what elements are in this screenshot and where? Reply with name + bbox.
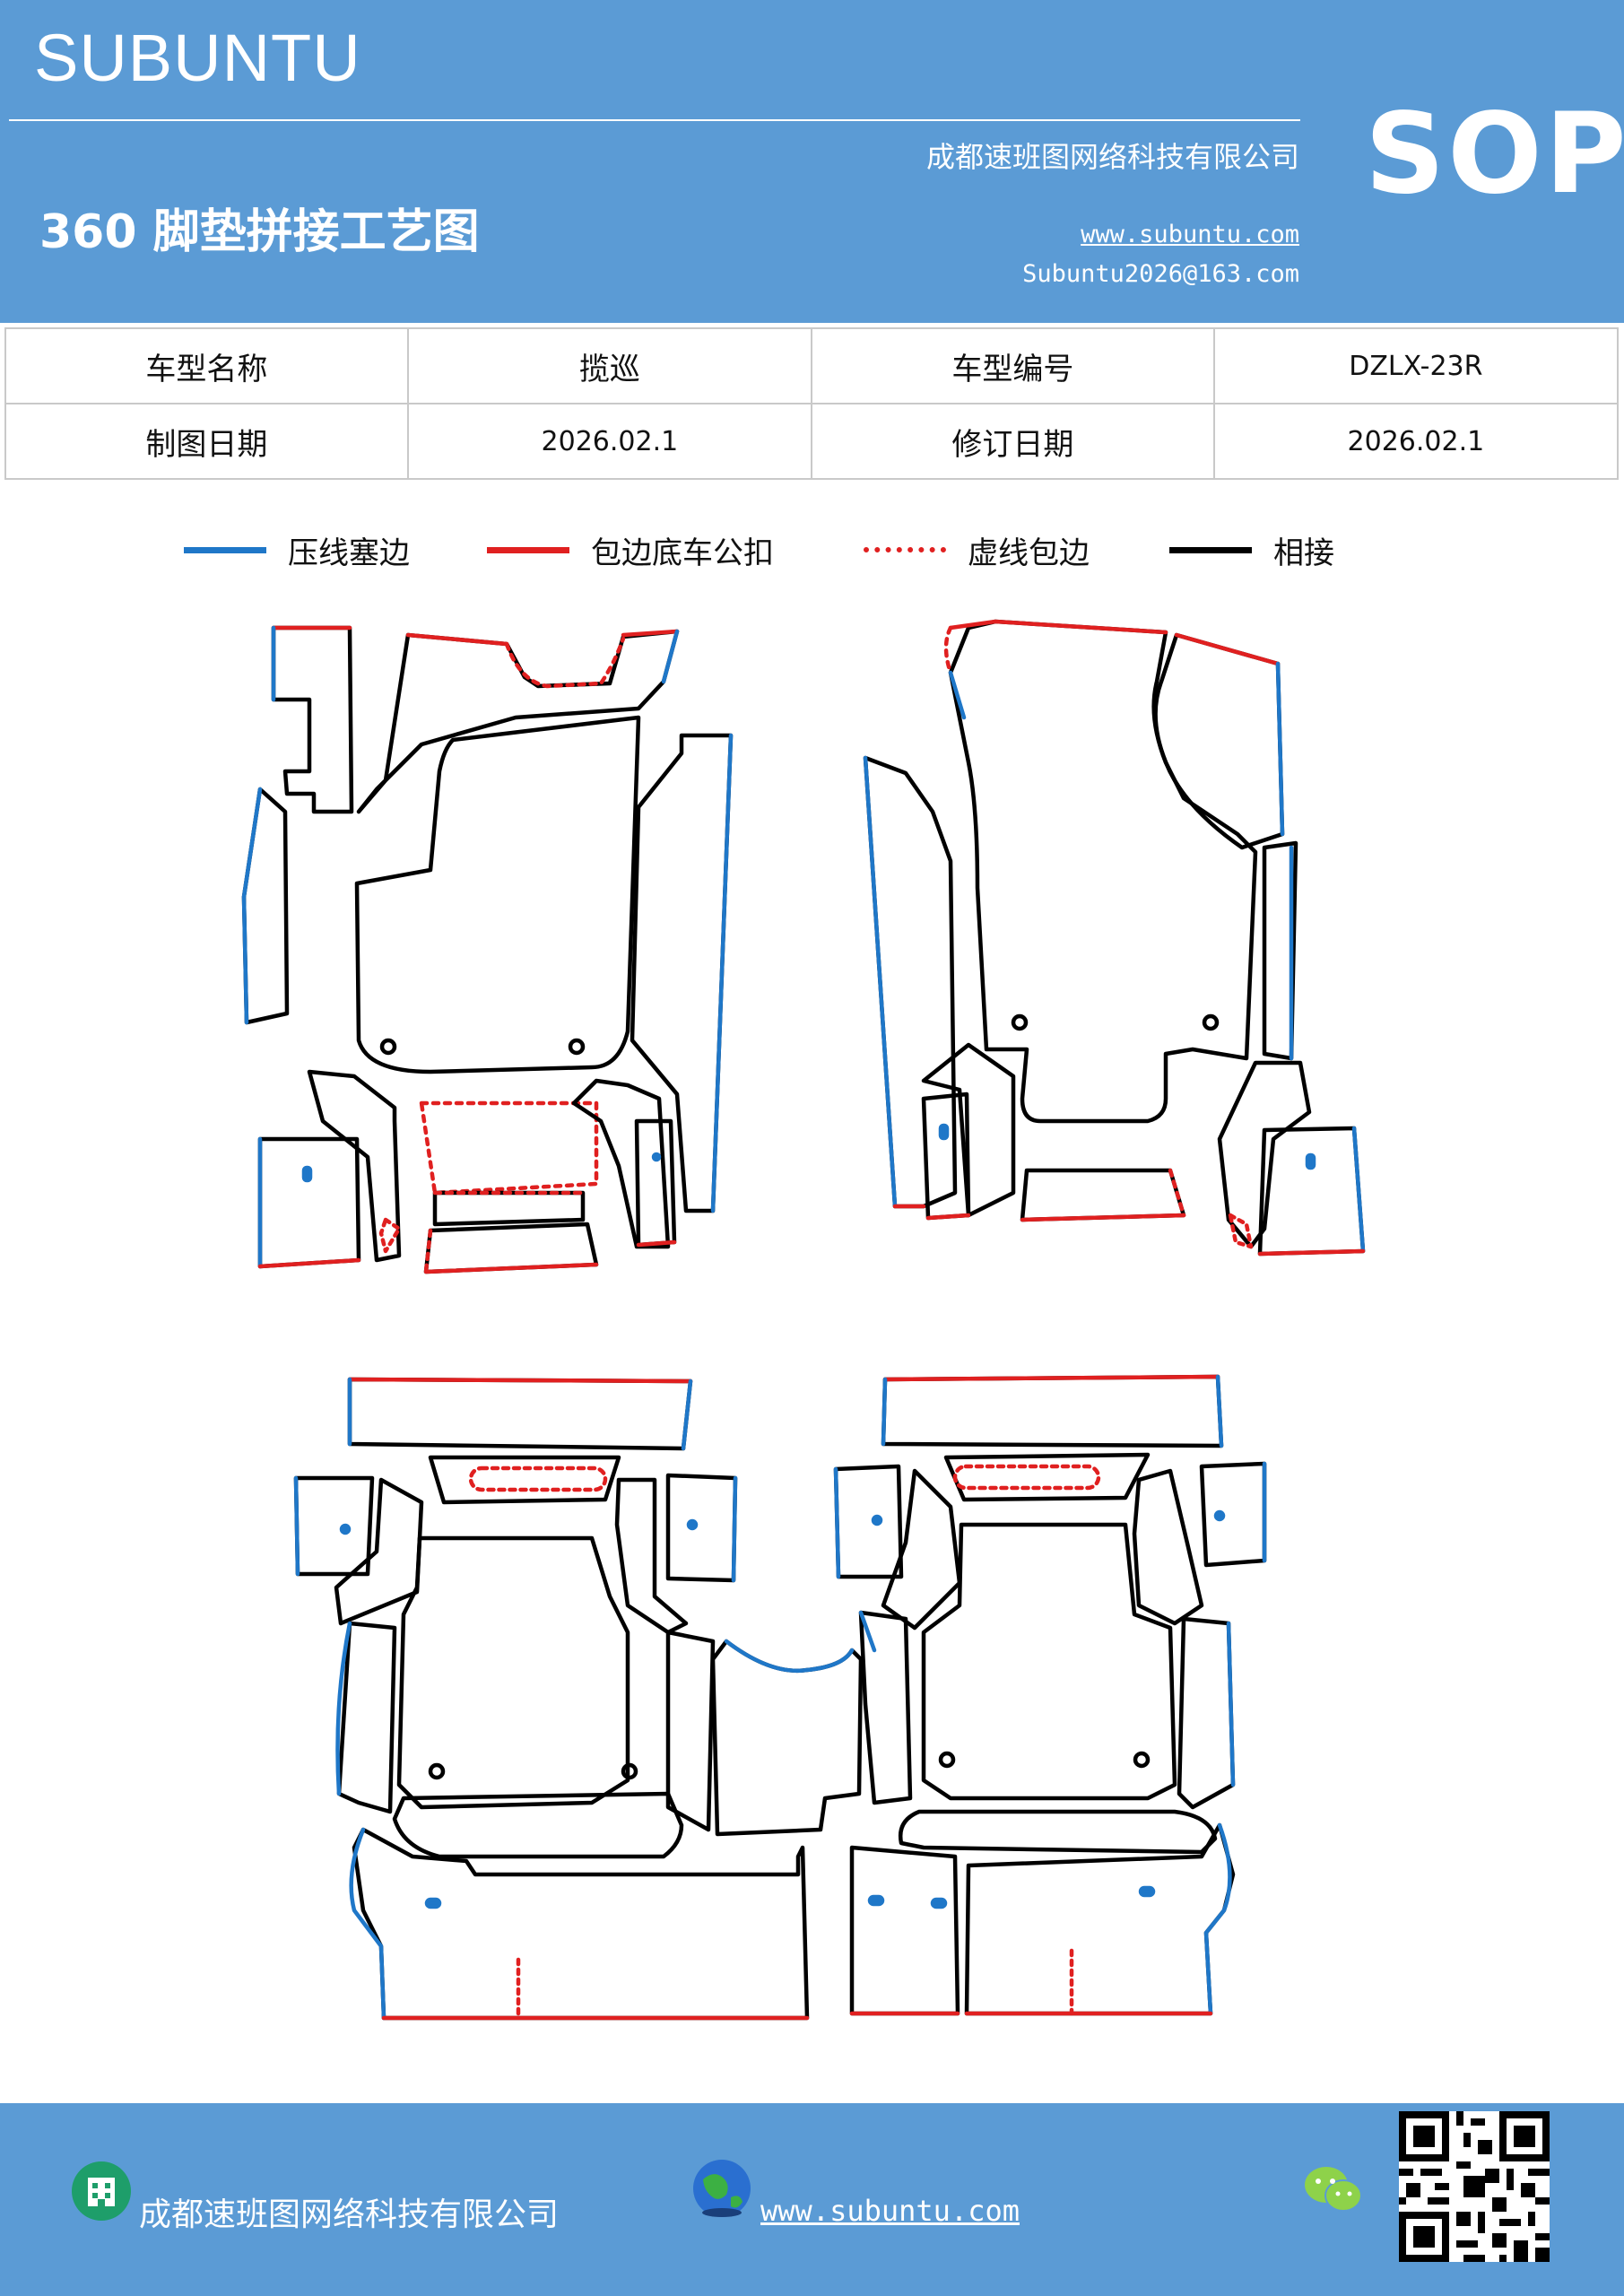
table-row: 车型名称 揽巡 车型编号 DZLX-23R (4, 327, 1620, 404)
brand-name: SUBUNTU (34, 21, 361, 95)
sop-badge: SOP (1365, 90, 1624, 219)
table-cell: 车型名称 (4, 327, 409, 404)
wechat-icon (1305, 2167, 1362, 2212)
building-icon (72, 2161, 131, 2221)
header-website-link[interactable]: www.subuntu.com (1081, 221, 1299, 248)
globe-icon (693, 2160, 751, 2217)
table-cell: 揽巡 (406, 327, 812, 404)
legend-swatch (864, 547, 946, 552)
qr-code[interactable] (1399, 2111, 1550, 2262)
table-cell: 制图日期 (4, 403, 409, 480)
floor-mat-diagram (241, 619, 1366, 2021)
mat-rear (293, 1374, 1267, 2021)
legend-label: 包边底车公扣 (591, 535, 774, 571)
legend-label: 压线塞边 (288, 535, 410, 571)
header-banner (0, 0, 1624, 323)
vehicle-info-table: 车型名称 揽巡 车型编号 DZLX-23R 制图日期 2026.02.1 修订日… (4, 327, 1620, 480)
legend-swatch (487, 546, 569, 553)
table-cell: DZLX-23R (1212, 327, 1620, 404)
legend-swatch (184, 546, 266, 553)
qr-code-icon (1399, 2111, 1550, 2262)
legend-item-red: 包边底车公扣 (487, 527, 774, 572)
mat-front-right (863, 619, 1366, 1257)
table-row: 制图日期 2026.02.1 修订日期 2026.02.1 (4, 403, 1620, 480)
footer-website-link[interactable]: www.subuntu.com (760, 2194, 1020, 2228)
table-cell: 车型编号 (810, 327, 1215, 404)
legend-swatch (1169, 546, 1252, 553)
legend-item-blue: 压线塞边 (184, 527, 410, 572)
header-company: 成都速班图网络科技有限公司 (925, 140, 1299, 174)
legend-label: 虚线包边 (968, 535, 1090, 571)
footer-company: 成都速班图网络科技有限公司 (139, 2196, 560, 2233)
legend-item-red-dotted: 虚线包边 (864, 527, 1090, 572)
legend-label: 相接 (1273, 535, 1334, 571)
header-email: Subuntu2026@163.com (1022, 260, 1299, 288)
table-cell: 2026.02.1 (406, 403, 812, 480)
legend-item-black: 相接 (1169, 527, 1334, 572)
table-cell: 2026.02.1 (1212, 403, 1620, 480)
mat-front-left (241, 625, 734, 1274)
header-divider (9, 119, 1300, 121)
table-cell: 修订日期 (810, 403, 1215, 480)
document-title: 360 脚垫拼接工艺图 (39, 205, 480, 259)
